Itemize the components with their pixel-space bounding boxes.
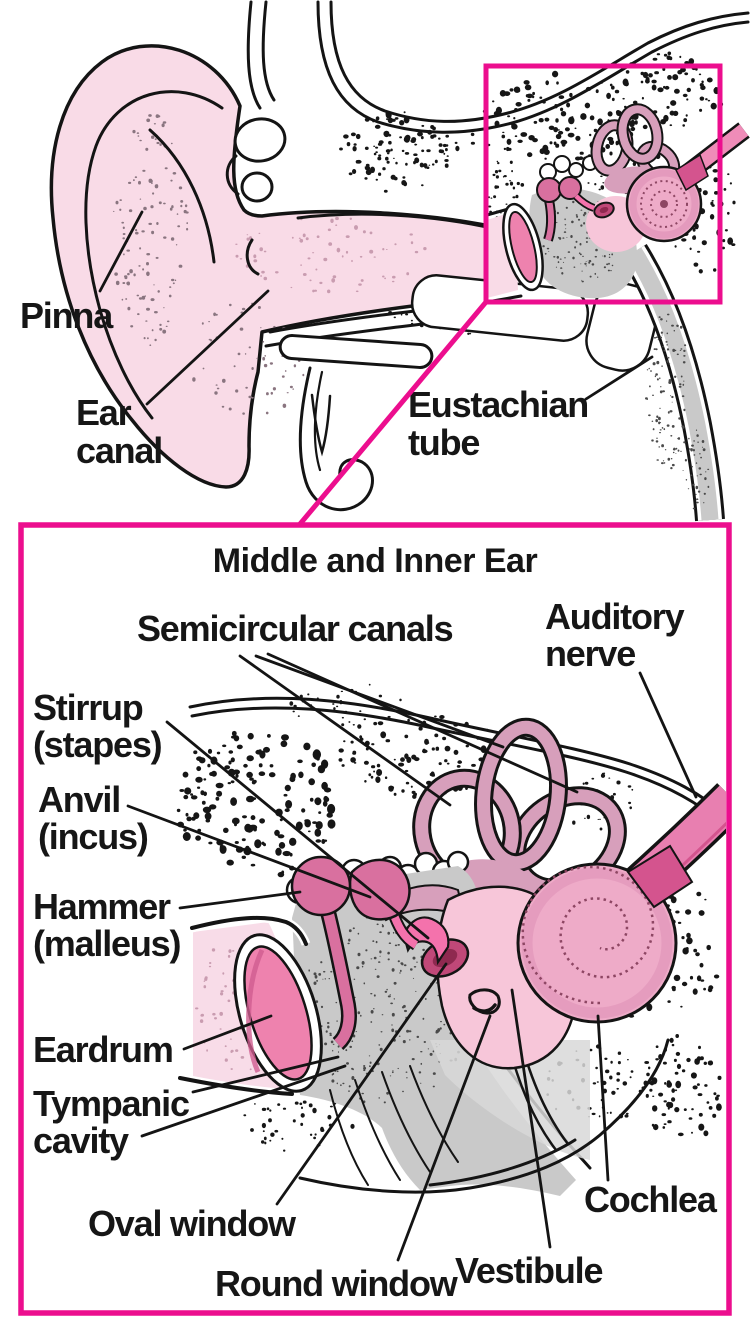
leader-semicircular-2 — [254, 654, 505, 749]
inset-panel-border — [18, 522, 732, 1316]
inset-panel: Middle and Inner Ear Semicircular canals… — [18, 522, 732, 1316]
leader-auditory-nerve — [638, 671, 698, 799]
leader-semicircular-1 — [238, 654, 452, 807]
leader-hammer — [178, 890, 302, 910]
label-semicircular-canals: Semicircular canals — [137, 608, 453, 649]
inset-leaders — [126, 652, 698, 1262]
label-pinna: Pinna — [20, 295, 114, 336]
round-window-shape — [468, 988, 501, 1015]
label-auditory-nerve-line2: nerve — [545, 633, 635, 674]
inset-illustration — [126, 652, 726, 1262]
leader-tympanic-2 — [140, 1064, 347, 1138]
overview-labels: Pinna Ear canal Eustachian tube — [20, 210, 654, 471]
leader-tympanic-1 — [191, 1055, 340, 1094]
label-eardrum: Eardrum — [33, 1029, 173, 1070]
label-oval-window: Oval window — [88, 1203, 297, 1244]
label-eustachian-line2: tube — [408, 422, 479, 463]
leader-semicircular-3 — [266, 652, 579, 794]
anvil-shape — [348, 858, 420, 951]
leader-pinna — [98, 210, 144, 293]
label-stirrup-line2: (stapes) — [33, 724, 162, 765]
label-eustachian-line1: Eustachian — [408, 384, 588, 425]
leader-vestibule — [510, 988, 552, 1249]
eustachian-tube-shape — [621, 244, 725, 522]
label-ear-canal-line2: canal — [76, 430, 162, 471]
pinna-shape — [49, 44, 511, 489]
inset-labels: Middle and Inner Ear Semicircular canals… — [33, 542, 719, 1304]
leader-cochlea — [596, 1014, 610, 1182]
leader-round-window — [396, 1014, 492, 1262]
label-cochlea: Cochlea — [584, 1179, 718, 1220]
leader-anvil — [126, 804, 372, 899]
skull-outline — [246, 0, 750, 134]
leader-stirrup — [165, 720, 430, 940]
label-ear-canal-line1: Ear — [76, 392, 132, 433]
highlight-box — [483, 63, 723, 305]
label-hammer-line2: (malleus) — [33, 923, 180, 964]
label-vestibule: Vestibule — [455, 1250, 602, 1291]
zoom-connector-line — [298, 300, 488, 526]
label-stirrup-line1: Stirrup — [33, 687, 143, 728]
hammer-shape — [290, 855, 357, 1050]
mini-middle-inner-ear — [485, 103, 750, 304]
overview-illustration: Pinna Ear canal Eustachian tube — [20, 0, 750, 526]
cochlea-shape — [516, 844, 694, 1024]
label-anvil-line2: (incus) — [38, 816, 148, 857]
label-hammer-line1: Hammer — [33, 886, 171, 927]
eardrum-shape — [233, 933, 323, 1093]
label-tympanic-line2: cavity — [33, 1120, 129, 1161]
leader-ear-canal — [145, 289, 270, 406]
label-auditory-nerve-line1: Auditory — [545, 596, 685, 637]
leader-eustachian-tube — [584, 355, 654, 401]
label-anvil-line1: Anvil — [38, 779, 120, 820]
leader-oval-window — [275, 962, 448, 1206]
label-tympanic-line1: Tympanic — [33, 1083, 189, 1124]
inset-title: Middle and Inner Ear — [213, 542, 538, 580]
label-round-window: Round window — [215, 1263, 459, 1304]
leader-eardrum — [182, 1014, 273, 1051]
